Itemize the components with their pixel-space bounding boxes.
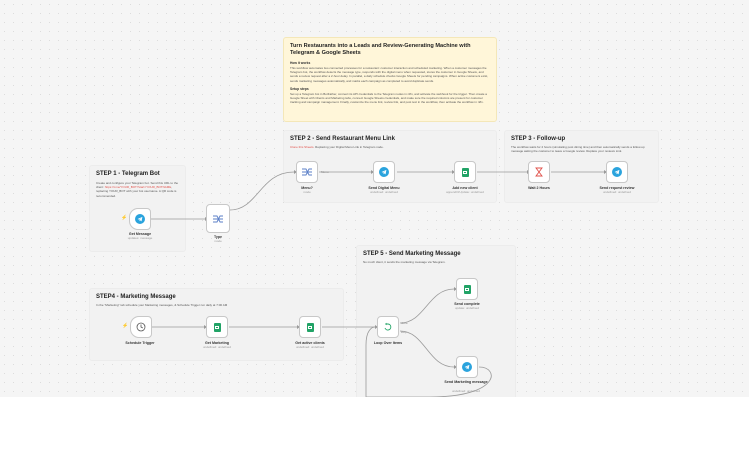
send-complete-sub: update: undefined (454, 306, 480, 310)
get-marketing-node[interactable] (206, 316, 228, 338)
send-digital-menu-label: Send Digital Menu (368, 186, 400, 190)
step4-text: In the "Marketing" tab schedule your Mar… (96, 303, 228, 307)
step4-title: STEP4 - Marketing Message (96, 294, 176, 300)
edge-type-menu (229, 171, 295, 211)
workflow-canvas[interactable]: Turn Restaurants into a Leads and Review… (0, 0, 749, 397)
edge-loop-send-marketing (399, 330, 455, 368)
edge-label-done: done (401, 321, 408, 325)
sheets-icon (463, 284, 471, 294)
sheets-icon (461, 167, 469, 177)
get-marketing-sub: undefined: undefined (202, 345, 232, 349)
telegram-icon (379, 167, 389, 177)
connections-layer (151, 170, 607, 397)
schedule-trigger-node[interactable] (130, 316, 152, 338)
get-message-label: Get Message (128, 232, 152, 236)
step1-text: Create and configure your Telegram bot. … (96, 181, 179, 198)
send-marketing-message-label: Send Marketing message (444, 380, 488, 384)
edge-label-menu: Menu (321, 170, 329, 174)
telegram-icon (135, 214, 145, 224)
hourglass-icon (535, 167, 543, 177)
trigger-bolt-icon: ⚡ (122, 323, 129, 329)
send-complete-label: Send complete (454, 302, 480, 306)
add-new-client-sub: appendOrUpdate: undefined (446, 190, 484, 194)
get-message-sub: updates: message (127, 236, 153, 240)
type-node[interactable] (206, 204, 230, 233)
send-request-review-node[interactable] (606, 161, 628, 183)
switch-icon (213, 215, 223, 222)
clock-icon (136, 322, 146, 332)
step1-title: STEP 1 - Telegram Bot (96, 171, 160, 177)
step2-title: STEP 2 - Send Restaurant Menu Link (290, 136, 395, 142)
main-note[interactable]: Turn Restaurants into a Leads and Review… (283, 37, 497, 122)
send-marketing-message-sub: undefined: undefined (451, 389, 481, 393)
trigger-bolt-icon: ⚡ (121, 215, 128, 221)
edge-loop-send-complete (399, 288, 455, 324)
how-it-works-heading: How it works (290, 61, 311, 65)
loop-over-items-node[interactable] (377, 316, 399, 338)
step1-note[interactable]: STEP 1 - Telegram Bot Create and configu… (89, 165, 186, 252)
get-active-clients-label: Get active clients (295, 341, 325, 345)
step3-text: The workflow waits for 2 hours (simulati… (511, 145, 645, 154)
type-label: Type (213, 235, 223, 239)
edge-send-marketing-back-loop (365, 326, 492, 397)
bot-link[interactable]: https://t.me/YOUR_BOT?start=YOUR_BOTNAME (104, 185, 172, 190)
send-digital-menu-node[interactable] (373, 161, 395, 183)
add-new-client-node[interactable] (454, 161, 476, 183)
send-request-review-sub: undefined: undefined (602, 190, 632, 194)
send-digital-menu-sub: undefined: undefined (369, 190, 399, 194)
menu-label: Menu? (301, 186, 313, 190)
step2-text: Clone this Sheets. Replacing your Digita… (290, 145, 384, 149)
wait-2-hours-node[interactable] (528, 161, 550, 183)
type-sub: mode (214, 239, 222, 243)
sheets-icon (306, 322, 314, 332)
loop-over-items-label: Loop Over Items (373, 341, 403, 345)
add-new-client-label: Add new client (452, 186, 478, 190)
edge-label-loop: loop (401, 330, 407, 334)
telegram-icon (612, 167, 622, 177)
step3-title: STEP 3 - Follow-up (511, 136, 566, 142)
send-marketing-message-node[interactable] (456, 356, 478, 378)
menu-sub: mode (303, 190, 311, 194)
get-message-node[interactable] (129, 208, 151, 230)
get-active-clients-sub: undefined: undefined (295, 345, 325, 349)
get-marketing-label: Get Marketing (205, 341, 229, 345)
send-complete-node[interactable] (456, 278, 478, 300)
how-it-works-text: This workflow automates two connected pr… (290, 66, 489, 83)
step5-title: STEP 5 - Send Marketing Message (363, 251, 461, 257)
wait-2-hours-label: Wait 2 Hours (528, 186, 550, 190)
menu-node[interactable] (296, 161, 318, 183)
sheets-icon (213, 322, 221, 332)
loop-icon (384, 322, 392, 331)
step5-text: No much client, it sends the marketing m… (363, 260, 446, 264)
schedule-trigger-label: Schedule Trigger (125, 341, 155, 345)
setup-steps-text: Set up a Telegram bot in BotFather, conn… (290, 91, 487, 105)
get-active-clients-node[interactable] (299, 316, 321, 338)
setup-steps-heading: Setup steps (290, 86, 309, 91)
main-note-title: Turn Restaurants into a Leads and Review… (290, 43, 471, 56)
telegram-icon (462, 362, 472, 372)
send-request-review-label: Send request review (599, 186, 635, 190)
clone-sheets-link[interactable]: Clone this Sheets (290, 145, 314, 149)
switch-icon (302, 168, 312, 176)
